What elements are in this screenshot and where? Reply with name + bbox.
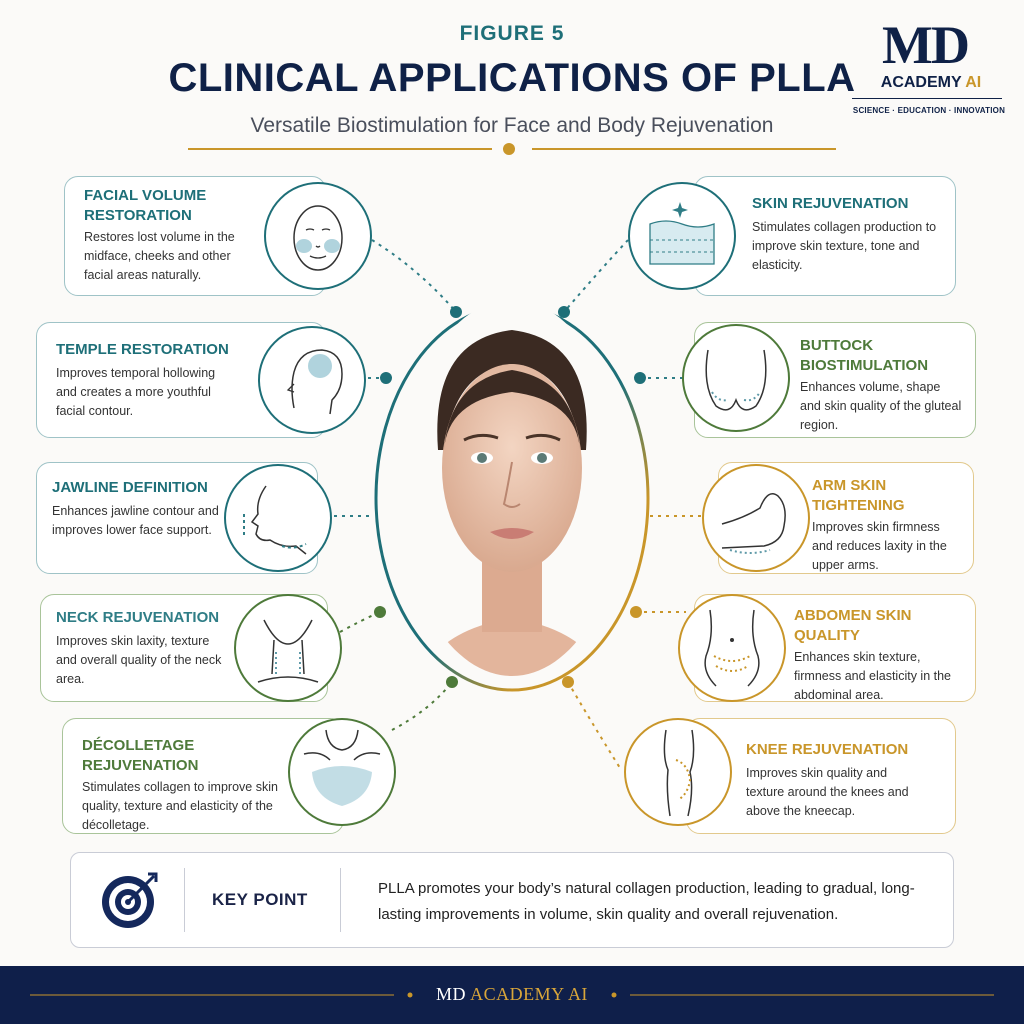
logo-ai-word: AI — [965, 74, 982, 91]
card-title: SKIN REJUVENATION — [752, 195, 909, 212]
bubble-abdomen — [678, 594, 786, 702]
card-title: BUTTOCK BIOSTIMULATION — [800, 337, 929, 374]
title-divider-dot — [503, 143, 515, 155]
card-description: Enhances jawline contour and improves lo… — [52, 504, 219, 537]
card-title: NECK REJUVENATION — [56, 609, 220, 626]
card-description: Restores lost volume in the midface, che… — [84, 230, 235, 282]
card-description: Improves skin laxity, texture and overal… — [56, 634, 222, 686]
card-title: JAWLINE DEFINITION — [52, 479, 208, 496]
card-description: Enhances skin texture, firmness and elas… — [794, 650, 952, 702]
arm-icon — [721, 493, 786, 554]
footer-brand: MD ACADEMY AI — [0, 984, 1024, 1005]
bubble-facial — [264, 182, 372, 290]
bubble-skin — [628, 182, 736, 290]
head-profile-temple-icon — [286, 349, 343, 415]
face-front-icon — [293, 205, 343, 271]
logo-tagline: SCIENCE · EDUCATION · INNOVATION — [852, 106, 1006, 115]
portrait-illustration — [400, 300, 624, 676]
bubble-buttock — [682, 324, 790, 432]
card-title: DÉCOLLETAGE REJUVENATION — [82, 737, 199, 774]
card-title: FACIAL VOLUME RESTORATION — [84, 187, 207, 224]
bubble-knee — [624, 718, 732, 826]
key-divider — [340, 868, 341, 932]
key-point-text: PLLA promotes your body’s natural collag… — [378, 880, 915, 923]
footer-ornament — [30, 992, 994, 998]
footer-academy: ACADEMY — [470, 984, 564, 1004]
jawline-profile-icon — [243, 485, 307, 555]
card-title: TEMPLE RESTORATION — [56, 341, 229, 358]
portrait — [400, 300, 624, 676]
card-description: Improves skin quality and texture around… — [746, 766, 909, 818]
abdomen-icon — [704, 609, 760, 687]
key-point-panel — [70, 852, 954, 948]
bubble-temple — [258, 326, 366, 434]
card-description: Improves skin firmness and reduces laxit… — [812, 520, 947, 572]
card-description: Stimulates collagen production to improv… — [752, 220, 937, 272]
neck-icon — [257, 619, 319, 683]
node-decolletage — [446, 676, 458, 688]
node-knee — [562, 676, 574, 688]
page-title: CLINICAL APPLICATIONS OF PLLA — [168, 56, 856, 100]
card-title: ARM SKIN TIGHTENING — [812, 477, 905, 514]
node-skin — [558, 306, 570, 318]
connector-decolletage — [391, 681, 453, 731]
key-point-label: KEY POINT — [212, 890, 308, 909]
bubble-neck — [234, 594, 342, 702]
bubble-decolletage — [288, 718, 396, 826]
buttock-icon — [705, 349, 767, 411]
target-arrow-icon — [102, 872, 158, 928]
card-title: ABDOMEN SKIN QUALITY — [794, 607, 912, 644]
connector-neck — [339, 611, 381, 633]
title-divider — [188, 148, 836, 150]
footer-ai: AI — [567, 984, 588, 1004]
knee-icon — [663, 729, 695, 817]
connector-knee — [567, 681, 621, 769]
bubble-jawline — [224, 464, 332, 572]
node-neck — [374, 606, 386, 618]
connector-facial — [371, 239, 457, 313]
node-facial — [450, 306, 462, 318]
card-skin — [694, 176, 956, 296]
card-title: KNEE REJUVENATION — [746, 741, 909, 758]
card-description: Improves temporal hollowing and creates … — [56, 366, 216, 418]
key-divider — [184, 868, 185, 932]
card-description: Stimulates collagen to improve skin qual… — [82, 780, 278, 832]
connector-skin — [563, 239, 629, 313]
footer-md: MD — [436, 984, 467, 1004]
decolletage-icon — [303, 729, 381, 806]
logo-academy-word: ACADEMY — [880, 74, 962, 91]
logo-divider — [852, 98, 1002, 99]
page-subtitle: Versatile Biostimulation for Face and Bo… — [250, 114, 774, 137]
node-temple — [380, 372, 392, 384]
skin-layers-icon — [649, 202, 715, 265]
logo-md: MD — [882, 15, 970, 75]
node-abdomen — [630, 606, 642, 618]
bubble-arm — [702, 464, 810, 572]
card-description: Enhances volume, shape and skin quality … — [800, 380, 962, 432]
node-buttock — [634, 372, 646, 384]
logo-academy: ACADEMY AI — [856, 74, 1006, 92]
figure-label: FIGURE 5 — [459, 22, 565, 45]
